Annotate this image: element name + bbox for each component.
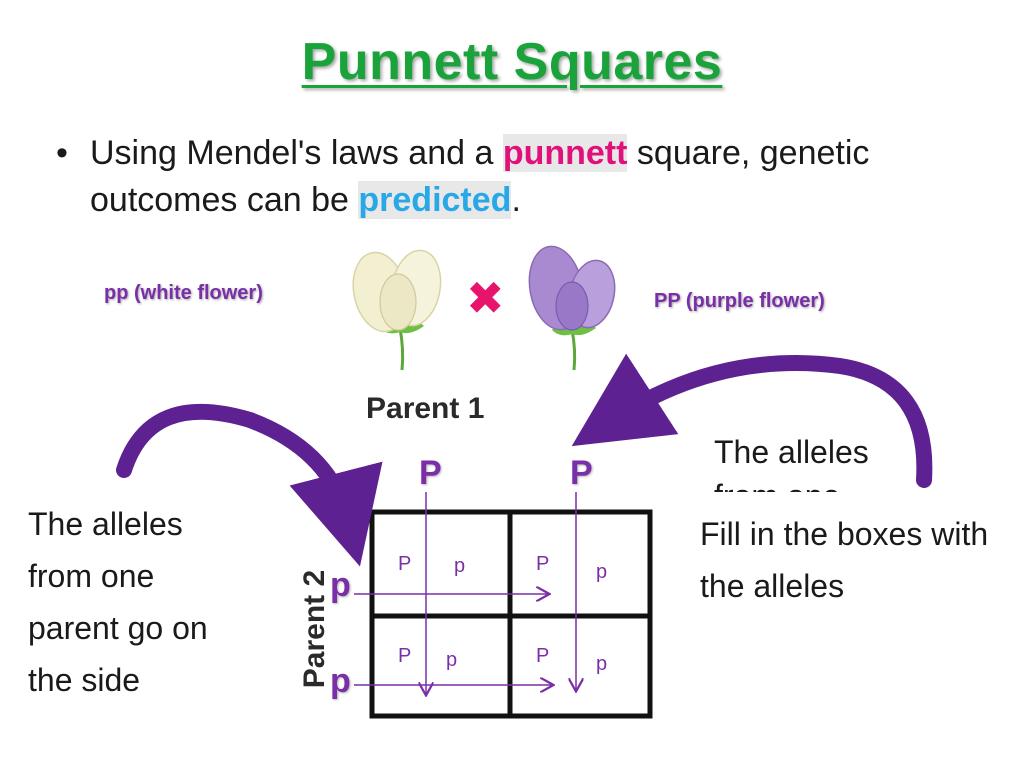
purple-flower-image — [528, 245, 616, 371]
cell-3-allele-a: P — [398, 645, 411, 667]
flower-cross-illustration: ✖ — [352, 245, 616, 371]
left-curved-arrow-icon — [116, 403, 383, 567]
row-allele-2: p — [330, 662, 351, 700]
parent-1-label: Parent 1 — [366, 392, 485, 425]
bullet-part-3: . — [511, 181, 521, 219]
right-curved-arrow-icon — [571, 353, 933, 488]
white-flower-image — [352, 249, 442, 371]
punnett-grid — [369, 509, 653, 719]
cell-4-allele-a: P — [536, 645, 549, 667]
column-allele-1: P — [419, 454, 442, 492]
cell-3-allele-b: p — [446, 649, 457, 671]
cell-1-allele-b: p — [454, 555, 465, 577]
top-right-note: The alleles from one — [714, 434, 869, 492]
cell-4-allele-b: p — [596, 653, 607, 675]
cell-2-allele-a: P — [536, 553, 549, 575]
slide-title: Punnett Squares — [301, 33, 723, 91]
cell-1-allele-a: P — [398, 553, 411, 575]
purple-flower-label: PP (purple flower) — [654, 290, 825, 312]
row-allele-1: p — [330, 566, 351, 604]
bullet-point: • Using Mendel's laws and a punnett squa… — [56, 130, 986, 224]
right-note: Fill in the boxes with the alleles — [700, 516, 989, 604]
keyword-predicted: predicted — [358, 181, 512, 219]
bullet-marker: • — [56, 134, 68, 172]
cell-2-allele-b: p — [596, 561, 607, 583]
cross-icon: ✖ — [466, 271, 505, 325]
keyword-punnett: punnett — [502, 134, 628, 172]
column-allele-2: P — [570, 454, 593, 492]
bullet-text: Using Mendel's laws and a punnett square… — [90, 130, 986, 224]
left-note: The alleles from one parent go on the si… — [28, 506, 208, 698]
white-flower-label: pp (white flower) — [104, 282, 263, 304]
bullet-part-1: Using Mendel's laws and a — [90, 134, 503, 172]
bullet-part-2: square, genetic outcomes can be — [90, 134, 870, 219]
